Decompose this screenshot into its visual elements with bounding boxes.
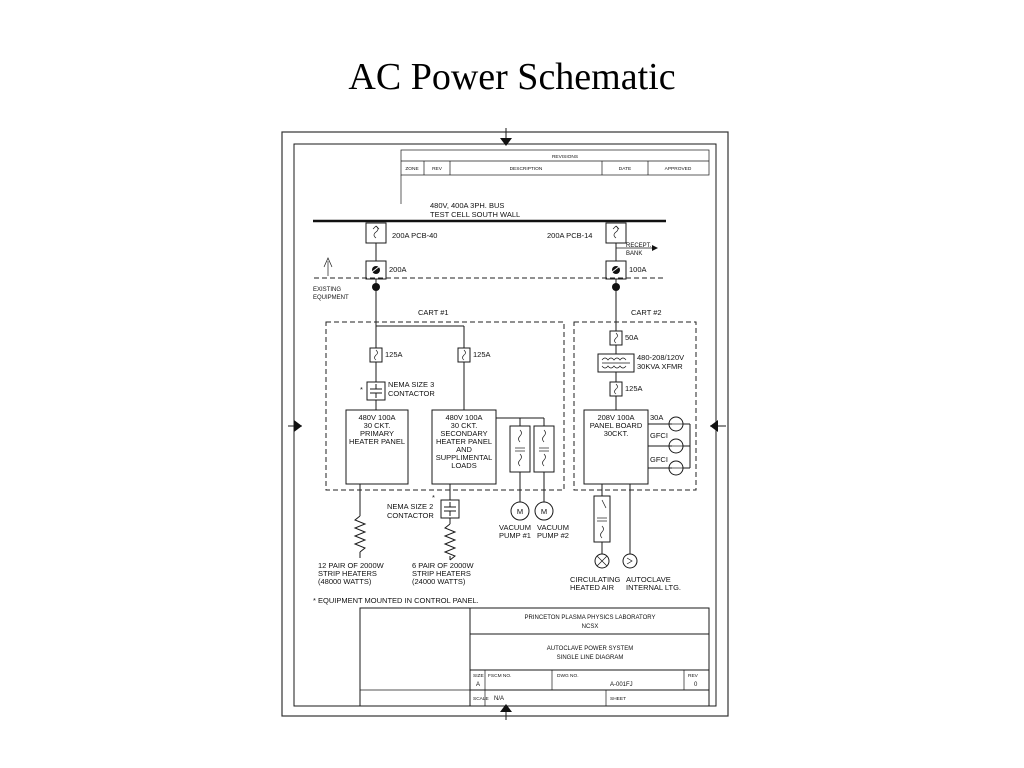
existing-label-2: EQUIPMENT (313, 295, 349, 301)
vacuum1-line-1: VACUUM (499, 523, 531, 532)
primary-panel-line-4: HEATER PANEL (349, 437, 405, 446)
circ-air-line-2: HEATED AIR (570, 583, 615, 592)
rev-col-zone: ZONE (405, 166, 418, 172)
cart-1: CART #1 125A 125A * NEMA SIZE 3 CONTACTO… (325, 308, 565, 502)
schematic-drawing: REVISIONS ZONE REV DESCRIPTION DATE APPR… (281, 128, 729, 720)
vacuum2-line-2: PUMP #2 (537, 531, 569, 540)
left-feeder: 200A PCB-40 200A (365, 222, 437, 326)
fuse-125a-1: 125A (385, 350, 403, 359)
rev-col-rev: REV (432, 166, 443, 172)
fuse-50a: 50A (625, 333, 638, 342)
vacuum1-line-2: PUMP #1 (499, 531, 531, 540)
right-feeder: 200A PCB-14 RECEPT. BANK 100A (547, 222, 658, 331)
cart2-loads: CIRCULATING HEATED AIR AUTOCLAVE INTERNA… (570, 484, 681, 592)
nema2-asterisk: * (432, 493, 435, 502)
vacuum2-line-1: VACUUM (537, 523, 569, 532)
sheet-label: SHEET (610, 696, 626, 702)
drawing-title-1: AUTOCLAVE POWER SYSTEM (547, 646, 633, 652)
vacuum-pumps: M M VACUUM PUMP #1 VACUUM PUMP #2 (499, 501, 569, 540)
primary-panel-line-3: PRIMARY (360, 429, 394, 438)
primary-panel-line-2: 30 CKT. (364, 421, 391, 430)
slide-title: AC Power Schematic (348, 56, 676, 98)
nema3-asterisk: * (360, 385, 363, 394)
bus-label-1: 480V, 400A 3PH. BUS (430, 201, 504, 210)
rev-label: REV (688, 673, 699, 679)
panel-board-line-1: 208V 100A (597, 413, 634, 422)
heaters2-line-3: (24000 WATTS) (412, 577, 466, 586)
cart-2: CART #2 50A 480-208/120V 30KVA XFMR 125A… (573, 308, 697, 491)
secondary-panel-line-4: HEATER PANEL (436, 437, 492, 446)
rev-col-description: DESCRIPTION (510, 166, 543, 172)
secondary-panel-line-6: SUPPLIMENTAL (436, 453, 493, 462)
motor-symbol-1: M (517, 507, 523, 516)
secondary-panel-line-7: LOADS (451, 461, 476, 470)
breaker-right-label: 200A PCB-14 (547, 231, 592, 240)
existing-label-1: EXISTING (313, 287, 341, 293)
recept-bank-label-2: BANK (626, 251, 642, 257)
secondary-panel-line-1: 480V 100A (445, 413, 482, 422)
rev-value: 0 (694, 682, 698, 688)
fuse-125a-3: 125A (625, 384, 643, 393)
recept-bank-label-1: RECEPT. (626, 243, 652, 249)
motor-symbol-2: M (541, 507, 547, 516)
nema2-label-2: CONTACTOR (387, 511, 434, 520)
title-block: PRINCETON PLASMA PHYSICS LABORATORY NCSX… (359, 607, 710, 707)
scale-label: SCALE (473, 696, 489, 702)
drawing-title-2: SINGLE LINE DIAGRAM (557, 655, 624, 661)
heaters1-line-1: 12 PAIR OF 2000W (318, 561, 385, 570)
nema2-label-1: NEMA SIZE 2 (387, 502, 433, 511)
secondary-panel-line-3: SECONDARY (440, 429, 487, 438)
panel-board-line-2: PANEL BOARD (590, 421, 643, 430)
primary-panel-line-1: 480V 100A (358, 413, 395, 422)
org-line-2: NCSX (582, 624, 599, 630)
breaker-left-label: 200A PCB-40 (392, 231, 437, 240)
size-value: A (476, 682, 480, 688)
circ-air-line-1: CIRCULATING (570, 575, 620, 584)
center-arrows (288, 128, 726, 720)
gfci-label-1: GFCI (650, 431, 668, 440)
bus-label-2: TEST CELL SOUTH WALL (430, 210, 520, 219)
main-bus: 480V, 400A 3PH. BUS TEST CELL SOUTH WALL (313, 201, 666, 223)
org-line-1: PRINCETON PLASMA PHYSICS LABORATORY (525, 615, 656, 621)
existing-equipment: EXISTING EQUIPMENT (313, 257, 349, 301)
heater-string-2: * NEMA SIZE 2 CONTACTOR 6 PAIR OF 2000W … (387, 484, 474, 586)
ckt-30a-label: 30A (650, 413, 663, 422)
secondary-panel-line-5: AND (456, 445, 472, 454)
secondary-panel-line-2: 30 CKT. (451, 421, 478, 430)
heaters2-line-2: STRIP HEATERS (412, 569, 471, 578)
dwg-value: A-001FJ (610, 682, 633, 688)
autoclave-ltg-line-1: AUTOCLAVE (626, 575, 671, 584)
autoclave-ltg-line-2: INTERNAL LTG. (626, 583, 681, 592)
heaters1-line-3: (48000 WATTS) (318, 577, 372, 586)
heaters1-line-2: STRIP HEATERS (318, 569, 377, 578)
nema3-label-1: NEMA SIZE 3 (388, 380, 434, 389)
fscm-label: FSCM NO. (488, 673, 511, 679)
disconnect-left-label: 200A (389, 265, 407, 274)
xfmr-label-2: 30KVA XFMR (637, 362, 683, 371)
revisions-table: REVISIONS ZONE REV DESCRIPTION DATE APPR… (400, 149, 710, 204)
dwg-label: DWG NO. (557, 673, 579, 679)
nema3-label-2: CONTACTOR (388, 389, 435, 398)
gfci-label-2: GFCI (650, 455, 668, 464)
cart2-label: CART #2 (631, 308, 662, 317)
revisions-heading: REVISIONS (552, 154, 578, 160)
heater-string-1: 12 PAIR OF 2000W STRIP HEATERS (48000 WA… (318, 484, 385, 586)
heaters2-line-1: 6 PAIR OF 2000W (412, 561, 474, 570)
fuse-125a-2: 125A (473, 350, 491, 359)
rev-col-approved: APPROVED (665, 166, 692, 172)
cart1-label: CART #1 (418, 308, 449, 317)
disconnect-right-label: 100A (629, 265, 647, 274)
equipment-note: * EQUIPMENT MOUNTED IN CONTROL PANEL. (313, 596, 479, 605)
xfmr-label-1: 480-208/120V (637, 353, 684, 362)
size-label: SIZE (473, 673, 484, 679)
rev-col-date: DATE (619, 166, 631, 172)
scale-value: N/A (494, 696, 504, 702)
panel-board-line-3: 30CKT. (604, 429, 629, 438)
